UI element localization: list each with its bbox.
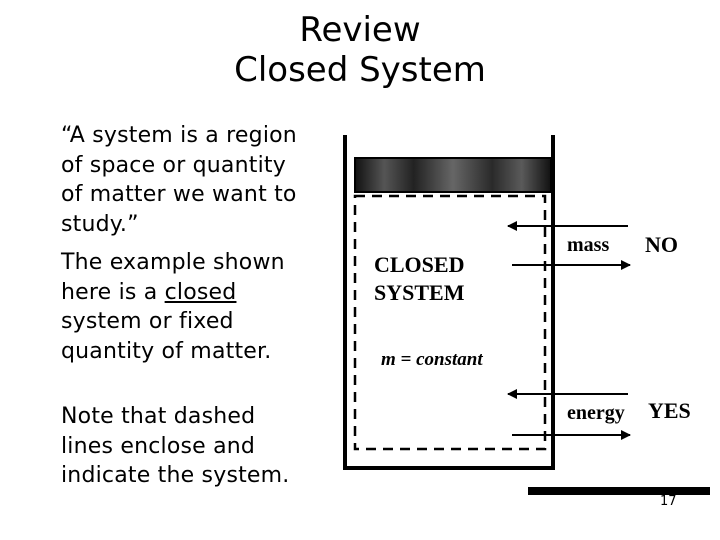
system-label: SYSTEM bbox=[374, 280, 465, 305]
title-line-closed-system: Closed System bbox=[234, 50, 486, 90]
energy-yes-label: YES bbox=[648, 398, 691, 423]
dashed-lines-note-text: Note that dashed lines enclose and indic… bbox=[61, 404, 290, 488]
example-description-text: The example shown here is a closed syste… bbox=[61, 248, 301, 366]
cropped-caption-fragment bbox=[528, 487, 710, 495]
closed-underlined-word: closed bbox=[164, 279, 237, 305]
mass-label: mass bbox=[567, 234, 609, 256]
closed-system-figure: CLOSED SYSTEM m = constant mass NO energ… bbox=[343, 135, 710, 495]
slide-title: Review Closed System bbox=[0, 10, 720, 90]
page-number: 17 bbox=[660, 494, 677, 509]
closed-label: CLOSED bbox=[374, 252, 464, 277]
cylinder-wall bbox=[343, 135, 555, 470]
system-boundary-dashed bbox=[353, 194, 547, 451]
piston bbox=[354, 157, 552, 193]
energy-label: energy bbox=[567, 402, 625, 424]
system-definition-text: “A system is a region of space or quanti… bbox=[61, 123, 297, 237]
mass-constant-label: m = constant bbox=[381, 349, 483, 370]
title-line-review: Review bbox=[299, 10, 421, 50]
mass-no-label: NO bbox=[645, 232, 678, 257]
example-text-part1: The example shown here is a bbox=[61, 250, 285, 305]
example-text-part2: system or fixed quantity of matter. bbox=[61, 309, 272, 364]
